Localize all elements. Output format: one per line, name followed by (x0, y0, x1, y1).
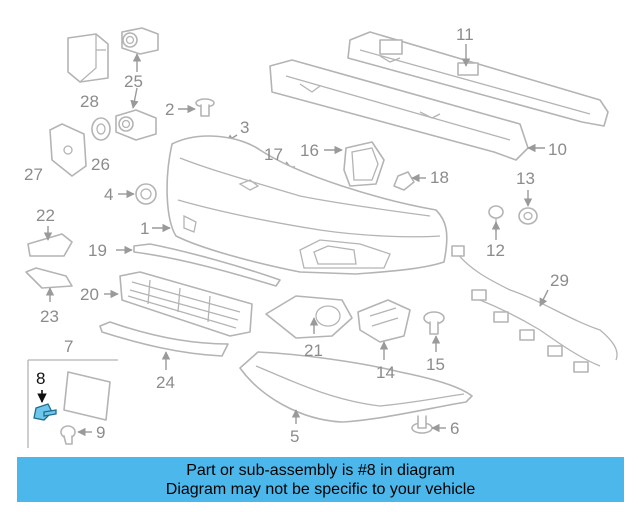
part-4-grommet (135, 183, 157, 205)
callout-17: 17 (264, 145, 283, 164)
callout-8: 8 (36, 369, 45, 388)
part-28-license-bracket (67, 33, 109, 83)
callout-26: 26 (91, 155, 110, 174)
part-6-clip (411, 415, 433, 434)
callout-9: 9 (96, 423, 105, 442)
callout-6: 6 (450, 419, 459, 438)
part-19-trim-strip (133, 243, 281, 287)
callout-21: 21 (304, 341, 323, 360)
callout-16: 16 (300, 141, 319, 160)
callout-14: 14 (376, 363, 395, 382)
callout-1: 1 (140, 219, 149, 238)
part-10-energy-absorber (269, 59, 529, 161)
part-24-lower-trim (99, 321, 229, 357)
part-5-lower-spoiler (239, 351, 473, 423)
callout-23: 23 (40, 307, 59, 326)
part-7-license-plate (63, 371, 111, 421)
callout-11: 11 (456, 25, 474, 44)
part-27-bracket (49, 123, 87, 177)
callout-12: 12 (486, 241, 505, 260)
callout-13: 13 (516, 169, 535, 188)
part-2-push-clip (195, 98, 215, 117)
caption-line-2: Diagram may not be specific to your vehi… (165, 480, 476, 498)
part-11-impact-bar (347, 31, 609, 127)
callout-2: 2 (165, 100, 174, 119)
part-parking-sensor-lower (115, 109, 157, 141)
caption-line-1: Part or sub-assembly is #8 in diagram (186, 461, 455, 479)
part-16-tow-cover (343, 141, 385, 187)
part-1-bumper-cover (166, 135, 448, 275)
callout-19: 19 (88, 241, 107, 260)
part-18-clip (393, 171, 415, 191)
part-14-bracket (357, 299, 411, 343)
callout-3: 3 (240, 118, 249, 137)
callout-18: 18 (430, 168, 449, 187)
part-25-parking-sensor (121, 27, 159, 55)
callout-5: 5 (290, 427, 299, 446)
callout-29: 29 (550, 271, 569, 290)
callout-25: 25 (124, 72, 143, 91)
callout-24: 24 (156, 373, 175, 392)
callout-27: 27 (24, 165, 43, 184)
part-9-grommet (60, 425, 76, 445)
callout-7: 7 (64, 337, 73, 356)
caption-banner: Part or sub-assembly is #8 in diagram Di… (17, 457, 624, 502)
part-8-screw-highlighted (33, 403, 57, 421)
part-13-grommet (518, 207, 538, 225)
callout-20: 20 (80, 285, 99, 304)
callout-22: 22 (36, 206, 55, 225)
callout-4: 4 (104, 185, 113, 204)
part-12-stud (488, 205, 504, 232)
part-7-group-bracket (27, 359, 118, 448)
part-22-molding (27, 233, 73, 257)
part-23-molding (25, 267, 73, 289)
callout-15: 15 (426, 355, 445, 374)
part-20-grille (119, 271, 253, 337)
part-26-grommet (91, 117, 111, 141)
part-15-clip (423, 311, 445, 335)
part-29-wiring-harness (451, 245, 618, 373)
callout-10: 10 (548, 140, 567, 159)
part-21-fog-trim (265, 295, 353, 339)
callout-28: 28 (80, 92, 99, 111)
